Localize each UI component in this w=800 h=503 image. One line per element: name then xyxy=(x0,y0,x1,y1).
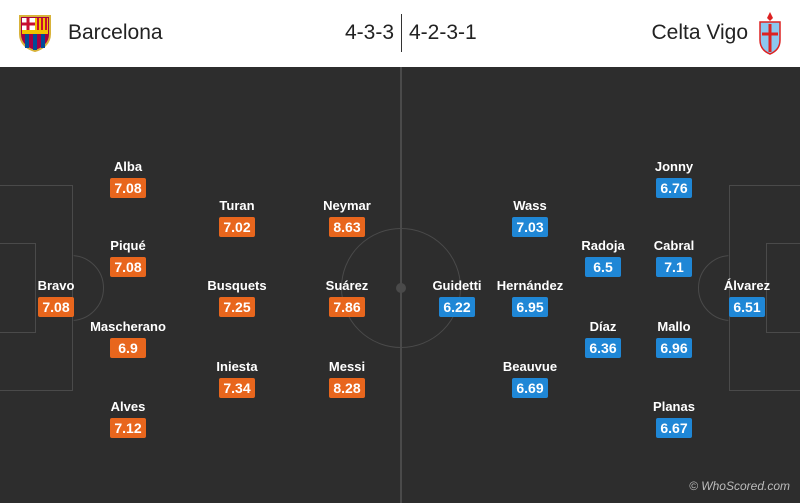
player-name: Busquets xyxy=(207,278,267,293)
player-name: Alves xyxy=(110,399,146,414)
home-formation: 4-3-3 xyxy=(344,21,394,44)
player-bravo[interactable]: Bravo 7.08 xyxy=(11,278,101,317)
player-name: Iniesta xyxy=(216,359,258,374)
copyright-text: © WhoScored.com xyxy=(689,479,790,493)
away-team-name: Celta Vigo xyxy=(651,21,748,44)
player-name: Jonny xyxy=(654,159,694,174)
player-rating: 6.51 xyxy=(729,297,765,317)
player-rating: 7.08 xyxy=(110,257,146,277)
player-turan[interactable]: Turan 7.02 xyxy=(192,198,282,237)
player-name: Mallo xyxy=(657,319,691,334)
player-mascherano[interactable]: Mascherano 6.9 xyxy=(83,319,173,358)
player-name: Planas xyxy=(653,399,695,414)
center-circle xyxy=(341,228,461,348)
player-rating: 6.95 xyxy=(512,297,548,317)
player-name: Díaz xyxy=(589,319,617,334)
player-name: Bravo xyxy=(37,278,75,293)
player-name: Neymar xyxy=(323,198,371,213)
player-suarez[interactable]: Suárez 7.86 xyxy=(302,278,392,317)
player-name: Hernández xyxy=(496,278,564,293)
player-planas[interactable]: Planas 6.67 xyxy=(629,399,719,438)
away-formation: 4-2-3-1 xyxy=(409,21,477,44)
pitch: Bravo 7.08 Alba 7.08 Piqué 7.08 Maschera… xyxy=(0,67,800,503)
player-rating: 7.08 xyxy=(110,178,146,198)
player-name: Álvarez xyxy=(723,278,771,293)
player-busquets[interactable]: Busquets 7.25 xyxy=(192,278,282,317)
player-rating: 7.03 xyxy=(512,217,548,237)
player-name: Piqué xyxy=(110,238,146,253)
player-rating: 6.96 xyxy=(656,338,692,358)
player-rating: 7.12 xyxy=(110,418,146,438)
player-radoja[interactable]: Radoja 6.5 xyxy=(558,238,648,277)
center-spot xyxy=(396,283,406,293)
player-rating: 6.67 xyxy=(656,418,692,438)
home-team-name: Barcelona xyxy=(68,21,163,44)
player-rating: 7.02 xyxy=(219,217,255,237)
player-cabral[interactable]: Cabral 7.1 xyxy=(629,238,719,277)
home-goal-box xyxy=(0,243,36,333)
player-pique[interactable]: Piqué 7.08 xyxy=(83,238,173,277)
player-rating: 8.63 xyxy=(329,217,365,237)
match-header: Barcelona 4-3-3 4-2-3-1 Celta Vigo xyxy=(0,0,800,67)
player-rating: 8.28 xyxy=(329,378,365,398)
player-rating: 6.5 xyxy=(585,257,621,277)
player-beauvue[interactable]: Beauvue 6.69 xyxy=(485,359,575,398)
player-rating: 7.1 xyxy=(656,257,692,277)
player-rating: 6.76 xyxy=(656,178,692,198)
player-name: Radoja xyxy=(581,238,625,253)
player-name: Guidetti xyxy=(432,278,482,293)
formation-divider xyxy=(401,14,402,52)
player-rating: 6.36 xyxy=(585,338,621,358)
player-wass[interactable]: Wass 7.03 xyxy=(485,198,575,237)
player-name: Messi xyxy=(328,359,366,374)
player-diaz[interactable]: Díaz 6.36 xyxy=(558,319,648,358)
player-mallo[interactable]: Mallo 6.96 xyxy=(629,319,719,358)
player-name: Cabral xyxy=(653,238,695,253)
home-penalty-box xyxy=(0,185,73,391)
away-goal-box xyxy=(766,243,800,333)
player-alba[interactable]: Alba 7.08 xyxy=(83,159,173,198)
player-neymar[interactable]: Neymar 8.63 xyxy=(302,198,392,237)
player-rating: 6.9 xyxy=(110,338,146,358)
player-rating: 7.86 xyxy=(329,297,365,317)
player-rating: 7.34 xyxy=(219,378,255,398)
player-name: Beauvue xyxy=(502,359,558,374)
away-penalty-box xyxy=(729,185,800,391)
player-guidetti[interactable]: Guidetti 6.22 xyxy=(412,278,502,317)
player-hernandez[interactable]: Hernández 6.95 xyxy=(485,278,575,317)
player-jonny[interactable]: Jonny 6.76 xyxy=(629,159,719,198)
player-alves[interactable]: Alves 7.12 xyxy=(83,399,173,438)
celta-vigo-crest-icon xyxy=(759,12,781,55)
player-messi[interactable]: Messi 8.28 xyxy=(302,359,392,398)
player-name: Alba xyxy=(113,159,143,174)
player-rating: 7.08 xyxy=(38,297,74,317)
player-rating: 6.22 xyxy=(439,297,475,317)
barcelona-crest-icon xyxy=(19,15,51,52)
player-rating: 6.69 xyxy=(512,378,548,398)
player-name: Suárez xyxy=(325,278,369,293)
player-rating: 7.25 xyxy=(219,297,255,317)
player-name: Wass xyxy=(513,198,547,213)
player-name: Mascherano xyxy=(90,319,166,334)
player-alvarez[interactable]: Álvarez 6.51 xyxy=(702,278,792,317)
player-name: Turan xyxy=(219,198,255,213)
player-iniesta[interactable]: Iniesta 7.34 xyxy=(192,359,282,398)
